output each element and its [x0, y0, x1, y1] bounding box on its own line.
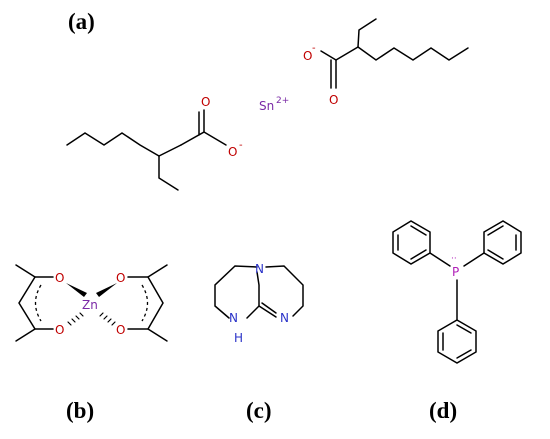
lower-c-o-double: [180, 109, 205, 146]
oxygen-label: O: [116, 323, 125, 337]
left-delocalized: [34, 284, 42, 322]
structure-dbu: (c) N N H N: [214, 262, 304, 423]
lone-pair-label: ··: [451, 254, 457, 264]
aromatic-double-bonds: [487, 225, 517, 260]
aromatic-double-bonds: [442, 324, 472, 359]
wedge-bond: [96, 283, 117, 297]
oxygen-label: O: [228, 145, 237, 159]
phenyl-ring: [483, 220, 522, 265]
oxygen-label: O: [116, 271, 125, 285]
tin-charge-label: 2+: [276, 96, 289, 106]
lower-ethyl-chain: [158, 155, 179, 191]
upper-c-o-double: [330, 59, 337, 89]
structure-zinc-acetylacetonate: (b) O O O O Zn: [15, 264, 168, 423]
charge-label: -: [312, 43, 316, 54]
nitrogen-label: N: [255, 262, 264, 276]
upper-c-o-single: [320, 50, 337, 61]
panel-label-d: (d): [429, 398, 457, 423]
upper-butyl-chain: [357, 46, 469, 61]
tin-label: Sn: [259, 99, 274, 113]
hashed-bond: [99, 312, 116, 326]
right-delocalized: [141, 284, 149, 322]
oxygen-label: O: [55, 271, 64, 285]
upper-carboxylate: O - O: [303, 18, 469, 107]
oxygen-label: O: [55, 323, 64, 337]
oxygen-label: O: [303, 49, 312, 63]
right-ring: [258, 265, 304, 318]
left-methyl-top: [15, 264, 36, 278]
tin-cation: Sn 2+: [259, 96, 289, 113]
phenyl-ring: [392, 220, 431, 265]
lower-alpha-bond: [158, 144, 182, 157]
left-ring: [18, 276, 54, 330]
p-c-bond: [429, 252, 451, 267]
zinc-label: Zn: [82, 298, 98, 312]
lower-butyl-chain: [66, 132, 160, 157]
wedge-bond: [66, 283, 87, 297]
panel-label-b: (b): [66, 398, 94, 423]
structure-tin-octoate: (a) O - O Sn 2+ O O -: [66, 9, 469, 191]
imine-double-bond: [261, 302, 277, 314]
nitrogen-label: N: [229, 311, 238, 325]
hashed-bond: [67, 312, 84, 326]
charge-label: -: [239, 140, 243, 151]
upper-alpha-bond: [335, 46, 359, 61]
panel-label-c: (c): [246, 398, 272, 423]
oxygen-label: O: [201, 95, 210, 109]
right-ring: [127, 276, 164, 330]
upper-ethyl-chain: [357, 18, 377, 48]
aromatic-double-bonds: [397, 225, 427, 260]
left-methyl-bottom: [15, 328, 36, 342]
panel-label-a: (a): [68, 9, 95, 34]
left-ring: [214, 265, 260, 319]
phenyl-ring: [437, 319, 477, 364]
nitrogen-label: N: [280, 311, 289, 325]
lower-c-o-single: [203, 131, 227, 146]
nh-hydrogen-label: H: [234, 331, 243, 345]
right-methyl-top: [147, 264, 168, 278]
lower-carboxylate: O O -: [66, 95, 243, 191]
structure-triphenylphosphine: (d) P ··: [392, 220, 522, 423]
p-c-bond: [463, 252, 485, 267]
phosphorus-label: P: [452, 265, 459, 279]
right-methyl-bottom: [147, 328, 168, 342]
oxygen-label: O: [329, 93, 338, 107]
